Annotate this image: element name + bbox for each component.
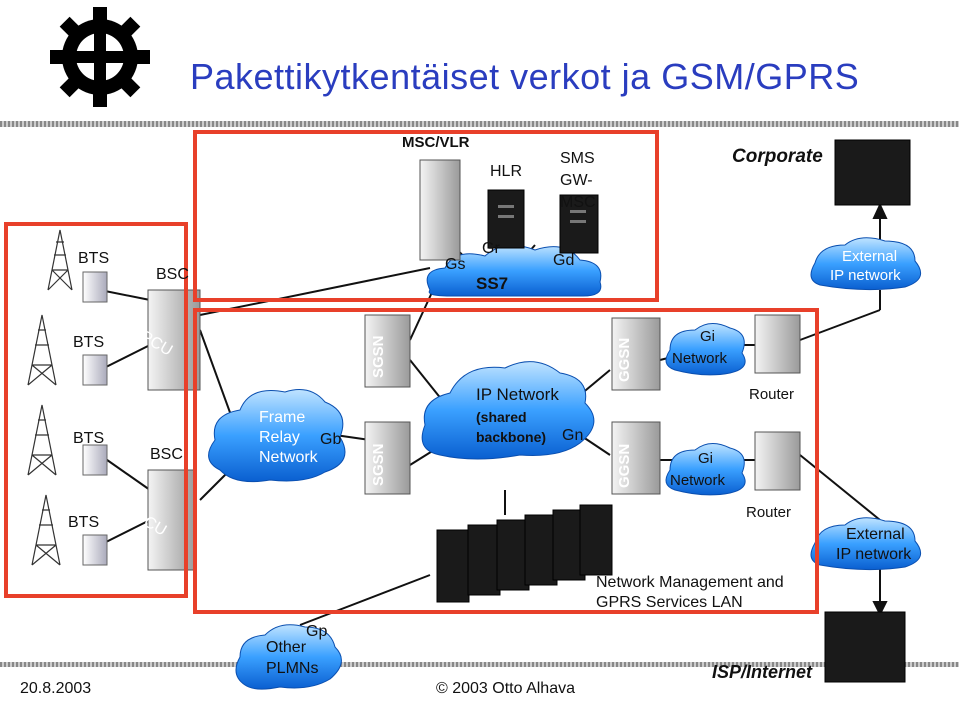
hlr-label: HLR [490, 163, 523, 180]
corporate-label: Corporate [732, 146, 823, 167]
services-lan-label-1: Network Management and [596, 574, 784, 591]
footer-divider [0, 662, 959, 667]
bts-label-1: BTS [78, 250, 110, 267]
router-label-2: Router [746, 504, 792, 521]
isp-internet-label: ISP/Internet [712, 662, 813, 682]
ip-network-label-2: (shared [476, 409, 527, 425]
external-ip-top-2: IP network [830, 267, 901, 284]
bts-label-3: BTS [73, 430, 105, 447]
router-label-1: Router [749, 386, 795, 403]
external-ip-top-1: External [842, 248, 898, 265]
services-lan-label-2: GPRS Services LAN [596, 594, 743, 611]
sms-gw-label-2: GW- [560, 172, 593, 189]
frame-relay-label-3: Network [259, 449, 318, 466]
bts-label-2: BTS [73, 334, 105, 351]
gb-label: Gb [320, 431, 342, 448]
bts-label-4: BTS [68, 514, 100, 531]
gn-label: Gn [562, 427, 584, 444]
other-plmns-label-2: PLMNs [266, 660, 319, 677]
ip-network-label-3: backbone) [476, 429, 547, 445]
sgsn-label-2: SGSN [370, 443, 387, 486]
external-ip-bottom-2: IP network [836, 546, 912, 563]
footer-copyright: © 2003 Otto Alhava [436, 680, 575, 697]
footer-date: 20.8.2003 [20, 680, 92, 697]
header-divider [0, 121, 959, 127]
sms-gw-label-1: SMS [560, 150, 595, 167]
gd-label: Gd [553, 252, 575, 269]
gprs-network-highlight [193, 308, 819, 614]
frame-relay-label-1: Frame [259, 409, 306, 426]
other-plmns-label-1: Other [266, 639, 307, 656]
frame-relay-label-2: Relay [259, 429, 300, 446]
external-ip-bottom-1: External [846, 526, 905, 543]
ss7-label: SS7 [476, 274, 509, 293]
gi-network-1-label-b: Network [672, 350, 728, 367]
bsc-label-1: BSC [156, 266, 189, 283]
gi-network-2-label-b: Network [670, 472, 726, 489]
radio-network-highlight [4, 222, 188, 598]
ip-network-label-1: IP Network [476, 385, 559, 404]
bsc-label-2: BSC [150, 446, 183, 463]
msc-vlr-label: MSC/VLR [402, 134, 470, 151]
gp-label: Gp [306, 623, 328, 640]
ggsn-label-1: GGSN [616, 337, 633, 382]
gi-network-1-label-a: Gi [700, 328, 715, 345]
gs-label: Gs [445, 256, 466, 273]
ggsn-label-2: GGSN [616, 443, 633, 488]
gi-network-2-label-a: Gi [698, 450, 713, 467]
gr-label: Gr [482, 240, 500, 257]
sgsn-label-1: SGSN [370, 335, 387, 378]
sms-gw-label-3: MSC [560, 194, 596, 211]
page-title: Pakettikytkentäiset verkot ja GSM/GPRS [190, 56, 860, 97]
core-network-highlight [193, 130, 659, 302]
